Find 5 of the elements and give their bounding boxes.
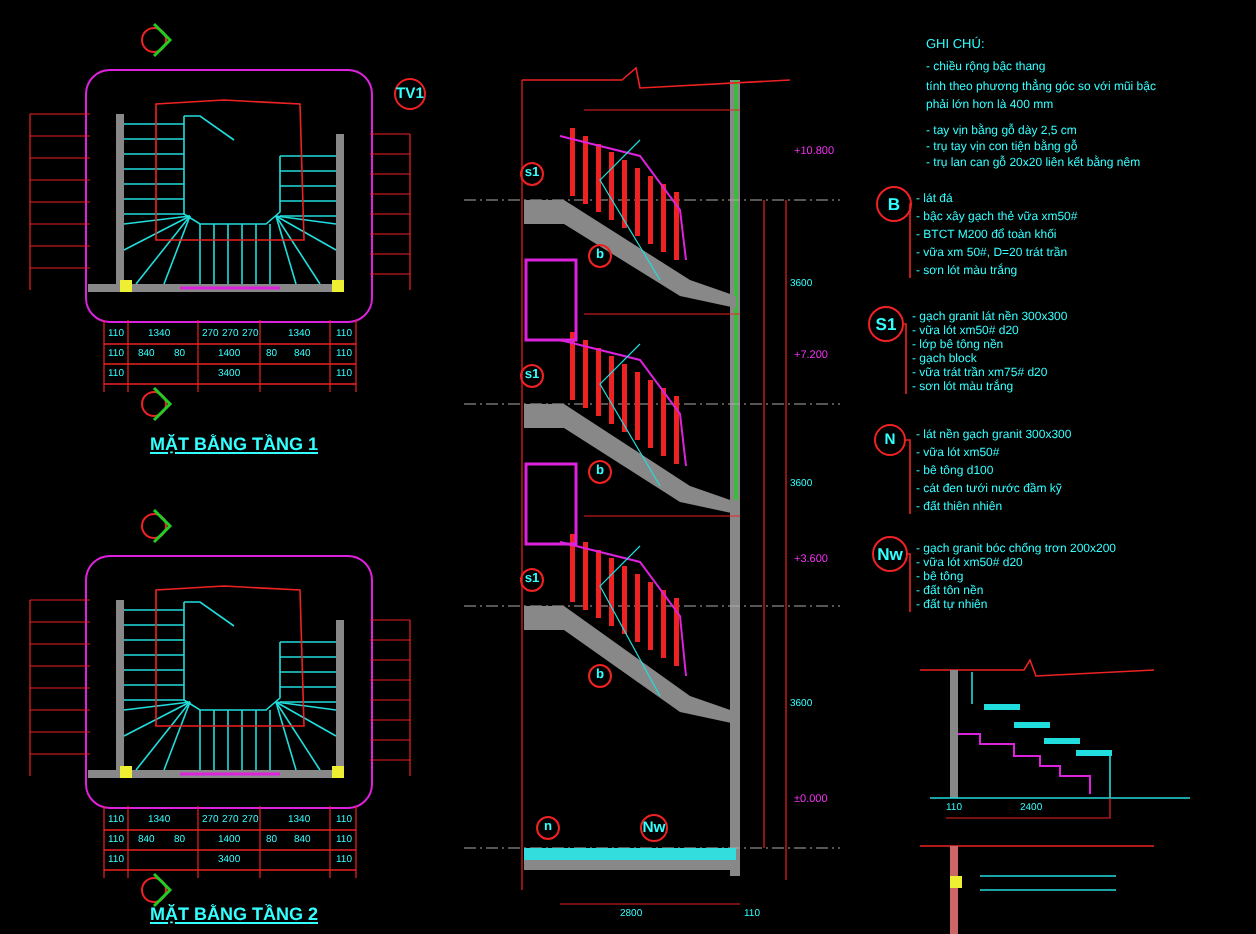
marker-circle: S1 bbox=[868, 306, 904, 342]
marker-circle: B bbox=[876, 186, 912, 222]
marker-circle: Nw bbox=[872, 536, 908, 572]
plan-title: MẶT BẰNG TẦNG 2 bbox=[150, 906, 318, 924]
plan-title: MẶT BẰNG TẦNG 1 bbox=[150, 436, 318, 454]
